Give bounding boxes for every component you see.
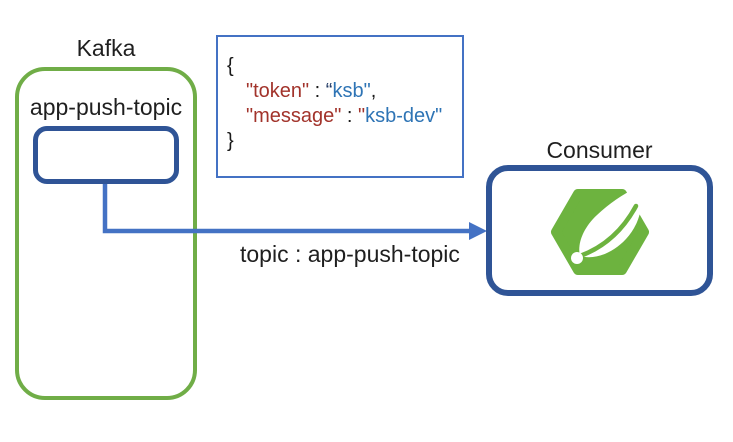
kafka-container-shape — [15, 67, 197, 400]
code-line: "message" : "ksb-dev" — [246, 104, 462, 129]
arrow-topic-label: topic : app-push-topic — [240, 241, 460, 267]
code-segment: ksb-dev — [365, 105, 436, 127]
spring-leaf-vein — [577, 203, 638, 258]
message-json-box: {"token" : “ksb","message" : "ksb-dev"} — [216, 35, 464, 178]
topic-partition-box — [33, 126, 179, 184]
code-segment: , — [370, 80, 377, 102]
consumer-box — [486, 165, 713, 296]
code-segment: ksb" — [332, 80, 371, 102]
code-segment: “ — [325, 80, 333, 102]
code-segment: "token" — [246, 80, 310, 102]
spring-leaf-dot — [570, 251, 583, 264]
code-segment: } — [227, 130, 234, 152]
arrow-head-icon — [469, 222, 487, 240]
code-segment: : — [309, 80, 326, 102]
kafka-group-label: Kafka — [76, 35, 136, 61]
code-line: } — [227, 129, 462, 154]
code-segment: : — [341, 105, 359, 127]
message-json-code: {"token" : “ksb","message" : "ksb-dev"} — [227, 54, 462, 154]
code-segment: { — [227, 55, 234, 77]
topic-name-label: app-push-topic — [29, 94, 183, 120]
spring-leaf — [578, 185, 642, 257]
consumer-label: Consumer — [546, 137, 653, 163]
code-segment: " — [435, 105, 443, 127]
code-segment: " — [358, 105, 366, 127]
code-segment: "message" — [246, 105, 342, 127]
code-line: "token" : “ksb", — [246, 79, 462, 104]
code-line: { — [227, 54, 462, 79]
spring-leaf-icon — [550, 185, 649, 275]
